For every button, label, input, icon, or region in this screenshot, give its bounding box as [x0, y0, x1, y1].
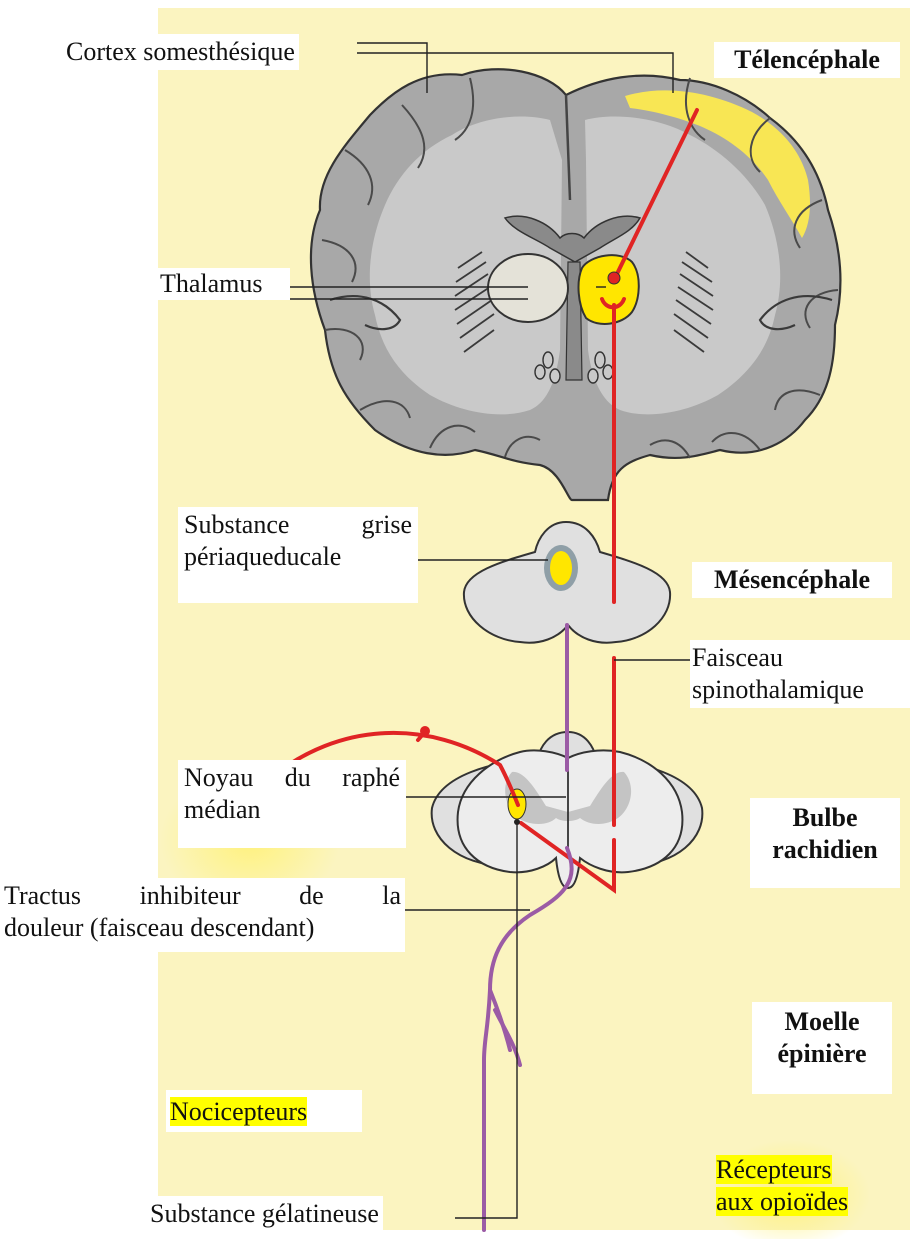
dorsal-root-ganglion [420, 726, 430, 736]
label-faisceau-spinothalamique: Faisceau spinothalamique [690, 640, 910, 708]
label-raphe-line1: Noyau du raphé [184, 762, 400, 794]
label-nocicepteurs: Nocicepteurs [166, 1090, 362, 1132]
label-substance-grise-periaqueducale: Substance grise périaqueducale [178, 507, 418, 603]
region-bulbe-line1: Bulbe [750, 802, 900, 834]
label-tractus-inhibiteur: Tractus inhibiteur de la douleur (faisce… [0, 878, 405, 952]
region-bulbe-line2: rachidien [750, 834, 900, 866]
region-mesencephale: Mésencéphale [692, 562, 892, 598]
label-sgpa-line2: périaqueducale [184, 541, 412, 573]
label-nocicepteurs-text: Nocicepteurs [170, 1097, 307, 1126]
region-bulbe-rachidien: Bulbe rachidien [750, 798, 900, 888]
label-noyau-raphe-median: Noyau du raphé médian [178, 760, 406, 848]
label-tractus-line2: douleur (faisceau descendant) [4, 912, 401, 944]
region-moelle-line1: Moelle [752, 1006, 892, 1038]
region-telencephale: Télencéphale [714, 42, 900, 78]
label-recepteurs-line1: Récepteurs [716, 1155, 832, 1184]
label-recepteurs-line2: aux opioïdes [716, 1187, 848, 1216]
label-cortex-somesthesique: Cortex somesthésique [62, 34, 299, 70]
region-moelle-epiniere: Moelle épinière [752, 1002, 892, 1094]
label-raphe-line2: médian [184, 794, 400, 826]
label-tractus-line1: Tractus inhibiteur de la [4, 880, 401, 912]
leader-dot-gelatineuse [514, 819, 520, 825]
periaqueductal-grey-core [550, 551, 572, 585]
label-recepteurs-opioides: Récepteurs aux opioïdes [714, 1152, 884, 1232]
region-moelle-line2: épinière [752, 1038, 892, 1070]
label-thalamus: Thalamus [158, 268, 290, 300]
thalamus-right [579, 255, 639, 324]
label-substance-gelatineuse: Substance gélatineuse [146, 1196, 383, 1232]
label-sgpa-line1: Substance grise [184, 509, 412, 541]
thalamic-neuron [608, 272, 620, 284]
thalamus-left [488, 254, 568, 322]
label-faisceau-line2: spinothalamique [692, 674, 908, 706]
brain-coronal-section [311, 69, 840, 500]
label-faisceau-line1: Faisceau [692, 642, 908, 674]
